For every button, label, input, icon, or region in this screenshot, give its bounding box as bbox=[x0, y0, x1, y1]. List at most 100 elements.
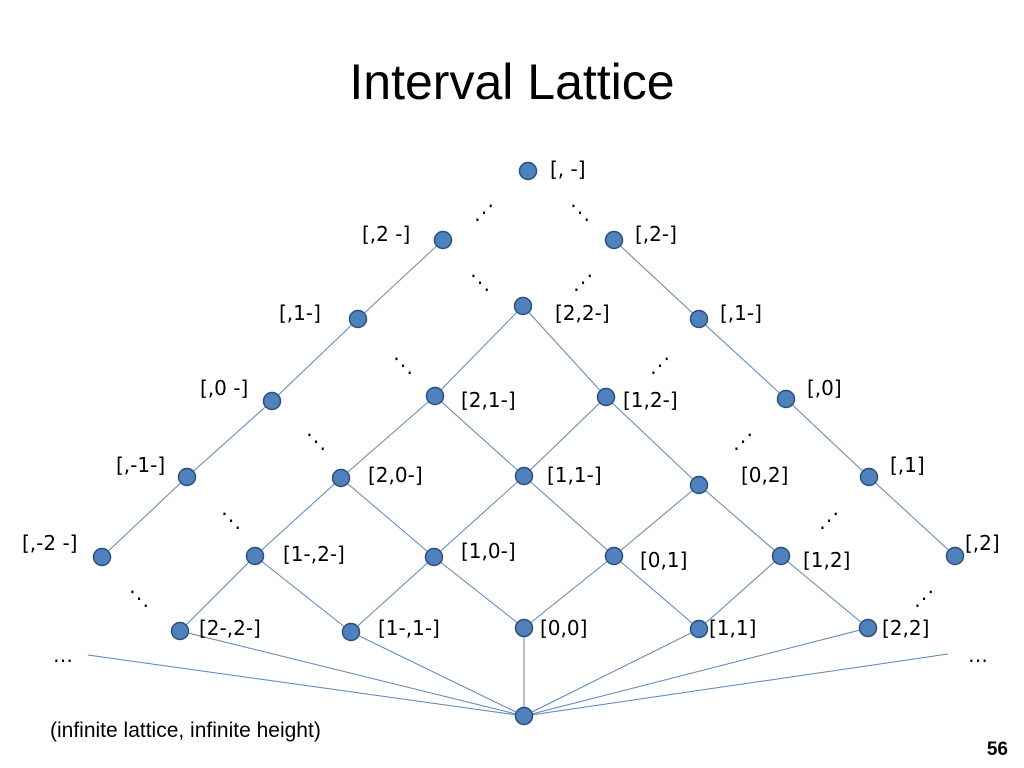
lattice-node bbox=[433, 230, 453, 250]
lattice-edge bbox=[101, 476, 188, 558]
lattice-edge bbox=[340, 395, 436, 479]
node-label: [,1] bbox=[890, 453, 925, 477]
ellipsis-mark: ⋱ bbox=[570, 200, 590, 224]
lattice-edge bbox=[523, 475, 615, 557]
lattice-node bbox=[518, 161, 538, 181]
node-label: [2-,2-] bbox=[199, 616, 261, 640]
lattice-node bbox=[771, 546, 791, 566]
lattice-edge bbox=[868, 476, 956, 557]
lattice-node bbox=[514, 466, 534, 486]
lattice-edge bbox=[613, 555, 700, 630]
lattice-node bbox=[92, 547, 112, 567]
node-label: [,1-] bbox=[279, 301, 321, 325]
lattice-node bbox=[424, 547, 444, 567]
ellipsis-mark: ⋰ bbox=[733, 429, 753, 453]
lattice-edge bbox=[605, 396, 700, 486]
ellipsis-mark: ⋱ bbox=[306, 429, 326, 453]
lattice-edge bbox=[179, 555, 256, 632]
lattice-node bbox=[689, 475, 709, 495]
ellipsis-mark: ⋱ bbox=[393, 353, 413, 377]
node-label: [,-2 -] bbox=[22, 531, 77, 555]
node-label: [2,2-] bbox=[555, 301, 610, 325]
ellipsis-mark: ⋱ bbox=[129, 586, 149, 610]
lattice-node bbox=[513, 296, 533, 316]
node-label: [0,0] bbox=[540, 616, 587, 640]
ellipsis-mark: ⋰ bbox=[819, 508, 839, 532]
lattice-node bbox=[245, 546, 265, 566]
ellipsis-mark: ⋱ bbox=[221, 508, 241, 532]
lattice-ellipses: ⋰⋱⋱⋰⋱⋰⋱⋰⋱⋰⋱⋰…… bbox=[53, 200, 988, 667]
node-label: [,2] bbox=[965, 531, 1000, 555]
node-label: [,2 -] bbox=[362, 222, 410, 246]
slide-title: Interval Lattice bbox=[349, 54, 675, 110]
lattice-node bbox=[689, 619, 709, 639]
ellipsis-mark: ⋰ bbox=[573, 270, 593, 294]
lattice-edge bbox=[785, 398, 870, 478]
node-label: [1,0-] bbox=[461, 539, 516, 563]
node-label: [0,2] bbox=[741, 463, 788, 487]
lattice-edge bbox=[698, 318, 787, 400]
lattice-node bbox=[604, 546, 624, 566]
lattice-edge bbox=[87, 654, 525, 717]
lattice-node bbox=[262, 391, 282, 411]
node-label: [1-,1-] bbox=[378, 616, 440, 640]
ellipsis-mark: … bbox=[968, 643, 988, 667]
lattice-edge bbox=[523, 555, 615, 629]
lattice-edge bbox=[523, 653, 949, 717]
lattice-node bbox=[858, 618, 878, 638]
lattice-node bbox=[776, 389, 796, 409]
lattice-edge bbox=[254, 555, 352, 633]
lattice-edge bbox=[271, 318, 359, 402]
lattice-node bbox=[859, 467, 879, 487]
lattice-edge bbox=[780, 555, 869, 629]
lattice-node bbox=[331, 468, 351, 488]
lattice-node bbox=[514, 618, 534, 638]
ellipsis-mark: ⋰ bbox=[474, 200, 494, 224]
node-label: [,1-] bbox=[720, 301, 762, 325]
lattice-edge bbox=[434, 395, 525, 477]
lattice-node bbox=[348, 309, 368, 329]
node-label: [,2-] bbox=[635, 222, 677, 246]
lattice-edge bbox=[350, 631, 525, 717]
lattice-edge bbox=[340, 477, 435, 558]
node-label: [1,2-] bbox=[623, 388, 678, 412]
lattice-edge bbox=[357, 239, 444, 320]
lattice-edge bbox=[186, 400, 273, 478]
lattice-labels: [, -] [,2 -] [,2-] [,1-] [,1-] [,0 -] [,0] [,-1… bbox=[22, 157, 1000, 640]
ellipsis-mark: ⋱ bbox=[470, 270, 490, 294]
node-label: [,-1-] bbox=[116, 453, 165, 477]
lattice-edge bbox=[698, 484, 782, 557]
lattice-edges bbox=[87, 239, 956, 717]
page-number: 56 bbox=[986, 739, 1008, 760]
node-label: [,0 -] bbox=[200, 376, 248, 400]
lattice-edge bbox=[433, 475, 525, 558]
lattice-node bbox=[177, 467, 197, 487]
node-label: [,0] bbox=[807, 376, 842, 400]
lattice-edge bbox=[613, 239, 700, 320]
lattice-edge bbox=[523, 628, 700, 717]
lattice-node bbox=[341, 622, 361, 642]
lattice-edge bbox=[179, 630, 525, 717]
lattice-node bbox=[945, 546, 965, 566]
lattice-edge bbox=[613, 484, 700, 557]
lattice-nodes bbox=[92, 161, 965, 726]
lattice-edge bbox=[523, 627, 869, 717]
lattice-edge bbox=[350, 556, 435, 633]
node-label: [1-,2-] bbox=[283, 542, 345, 566]
lattice-edge bbox=[698, 555, 782, 630]
node-label: [, -] bbox=[550, 157, 586, 181]
ellipsis-mark: ⋰ bbox=[650, 353, 670, 377]
node-label: [2,0-] bbox=[368, 463, 423, 487]
lattice-node bbox=[596, 387, 616, 407]
ellipsis-mark: … bbox=[53, 643, 73, 667]
node-label: [0,1] bbox=[640, 548, 687, 572]
lattice-node bbox=[425, 386, 445, 406]
lattice-node bbox=[170, 621, 190, 641]
caption: (infinite lattice, infinite height) bbox=[50, 719, 321, 742]
lattice-edge bbox=[434, 305, 524, 397]
node-label: [1,1-] bbox=[547, 463, 602, 487]
lattice-node bbox=[604, 230, 624, 250]
node-label: [1,1] bbox=[709, 616, 756, 640]
node-label: [2,1-] bbox=[461, 388, 516, 412]
